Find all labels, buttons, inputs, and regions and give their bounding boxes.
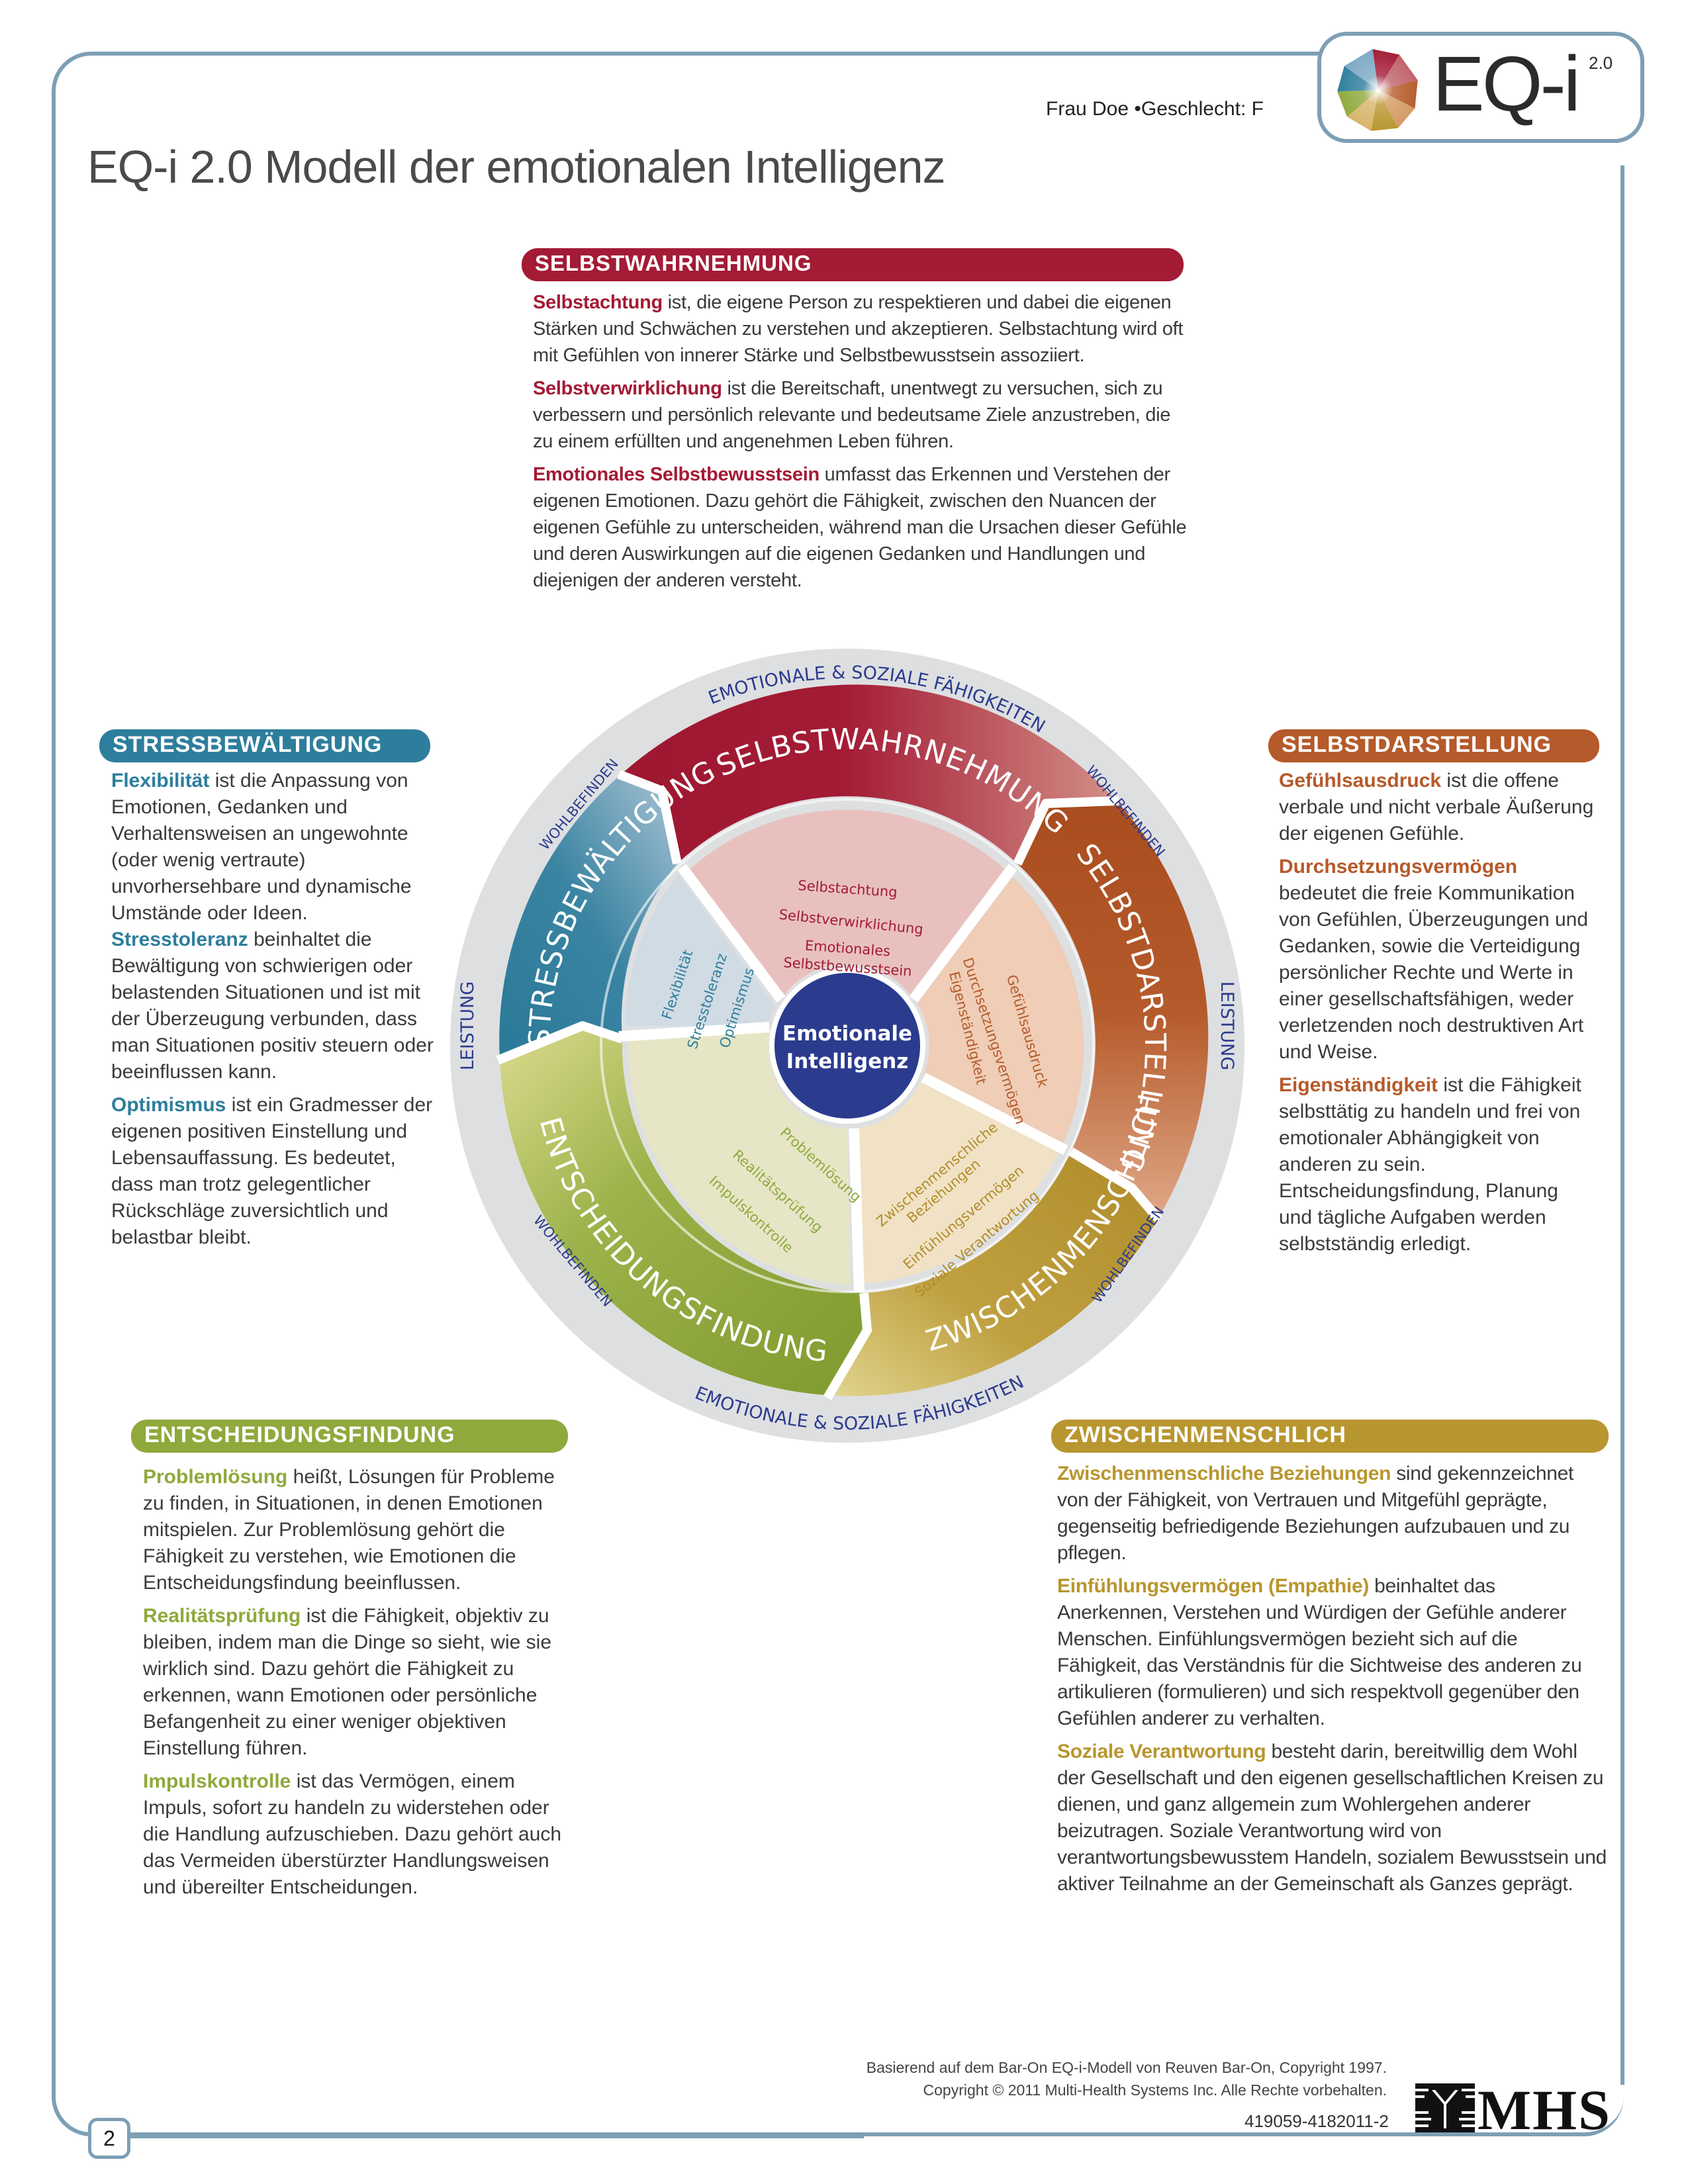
section-text-stressbewaeltigung: Flexibilität ist die Anpassung von Emoti…	[111, 768, 436, 1257]
band-selbstdarstellung	[1017, 803, 1209, 1218]
wedge-entscheidungsfindung	[628, 1029, 851, 1285]
logo-wordmark: EQ-i	[1432, 40, 1581, 128]
section-text-entscheidungsfindung: Problemlösung heißt, Lösungen für Proble…	[143, 1464, 573, 1907]
section-header-selbstwahrnehmung: SELBSTWAHRNEHMUNG	[522, 248, 1184, 281]
band-entscheidungsfindung	[500, 1026, 867, 1395]
mhs-emblem-icon	[1415, 2083, 1475, 2132]
copyright-notice: Basierend auf dem Bar-On EQ-i-Modell von…	[867, 2056, 1387, 2101]
definition-gefuehlsausdruck: Gefühlsausdruck ist die offene verbale u…	[1279, 770, 1594, 844]
respondent-info: Frau Doe •Geschlecht: F	[1046, 98, 1264, 120]
center-label-line1: Emotionale	[782, 1022, 912, 1046]
eqi-logo: EQ-i 2.0	[1317, 32, 1644, 143]
copyright-line2: Copyright © 2011 Multi-Health Systems In…	[923, 2081, 1387, 2099]
definition-eigenstaendigkeit: Eigenständigkeit ist die Fähigkeit selbs…	[1279, 1074, 1581, 1255]
definition-realitaetspruefung: Realitätsprüfung ist die Fähigkeit, obje…	[143, 1605, 552, 1759]
eqi-wheel-icon	[1337, 49, 1419, 131]
center-label-line2: Intelligenz	[786, 1050, 909, 1073]
definition-selbstachtung: Selbstachtung ist, die eigene Person zu …	[533, 292, 1184, 366]
footer-rule	[129, 2135, 864, 2138]
section-header-selbstdarstellung: SELBSTDARSTELLUNG	[1268, 729, 1599, 762]
page-title: EQ-i 2.0 Modell der emotionalen Intellig…	[87, 141, 946, 193]
section-text-selbstwahrnehmung: Selbstachtung ist, die eigene Person zu …	[533, 289, 1188, 600]
definition-impulskontrolle: Impulskontrolle ist das Vermögen, einem …	[143, 1770, 562, 1898]
definition-stresstoleranz: Stresstoleranz beinhaltet die Bewältigun…	[111, 929, 434, 1083]
definition-selbstverwirklichung: Selbstverwirklichung ist die Bereitschaf…	[533, 378, 1171, 452]
copyright-line1: Basierend auf dem Bar-On EQ-i-Modell von…	[866, 2059, 1387, 2076]
page-frame-right-edge	[1620, 165, 1624, 2085]
definition-optimismus: Optimismus ist ein Gradmesser der eigene…	[111, 1094, 433, 1248]
section-header-stressbewaeltigung: STRESSBEWÄLTIGUNG	[99, 729, 430, 762]
ring-label-right: LEISTUNG	[1217, 981, 1237, 1071]
band-selbstwahrnehmung	[619, 684, 1119, 864]
eqi-model-wheel: Emotionale Intelligenz SELBSTWAHRNEHMUNG…	[450, 649, 1244, 1443]
definition-zwischenmenschliche-beziehungen: Zwischenmenschliche Beziehungen sind gek…	[1057, 1463, 1574, 1564]
definition-flexibilitaet: Flexibilität ist die Anpassung von Emoti…	[111, 770, 412, 924]
band-stressbewaeltigung	[499, 776, 677, 1059]
center-circle	[774, 973, 920, 1118]
definition-soziale-verantwortung: Soziale Verantwortung besteht darin, ber…	[1057, 1741, 1607, 1895]
wedge-stressbewaeltigung	[625, 875, 774, 1026]
logo-version: 2.0	[1589, 53, 1613, 73]
document-id: 419059-4182011-2	[1244, 2111, 1389, 2131]
publisher-logo: MHS	[1477, 2078, 1611, 2142]
section-header-zwischenmenschlich: ZWISCHENMENSCHLICH	[1051, 1420, 1609, 1453]
definition-emotionales-selbstbewusstsein: Emotionales Selbstbewusstsein umfasst da…	[533, 464, 1187, 591]
page-number: 2	[88, 2118, 130, 2159]
wedge-selbstwahrnehmung	[688, 809, 1006, 999]
section-text-zwischenmenschlich: Zwischenmenschliche Beziehungen sind gek…	[1057, 1461, 1607, 1904]
band-zwischenmenschlich	[827, 1152, 1158, 1396]
wedge-selbstdarstellung	[917, 877, 1084, 1145]
page-frame	[52, 52, 1624, 2136]
definition-problemloesung: Problemlösung heißt, Lösungen für Proble…	[143, 1466, 555, 1594]
definition-einfuehlungsvermoegen: Einfühlungsvermögen (Empathie) beinhalte…	[1057, 1575, 1582, 1729]
wedge-zwischenmenschlich	[857, 1082, 1059, 1284]
definition-durchsetzungsvermoegen: Durchsetzungsvermögen bedeutet die freie…	[1279, 856, 1589, 1063]
section-header-entscheidungsfindung: ENTSCHEIDUNGSFINDUNG	[131, 1420, 568, 1453]
ring-label-left: LEISTUNG	[457, 981, 478, 1071]
section-text-selbstdarstellung: Gefühlsausdruck ist die offene verbale u…	[1279, 768, 1597, 1264]
